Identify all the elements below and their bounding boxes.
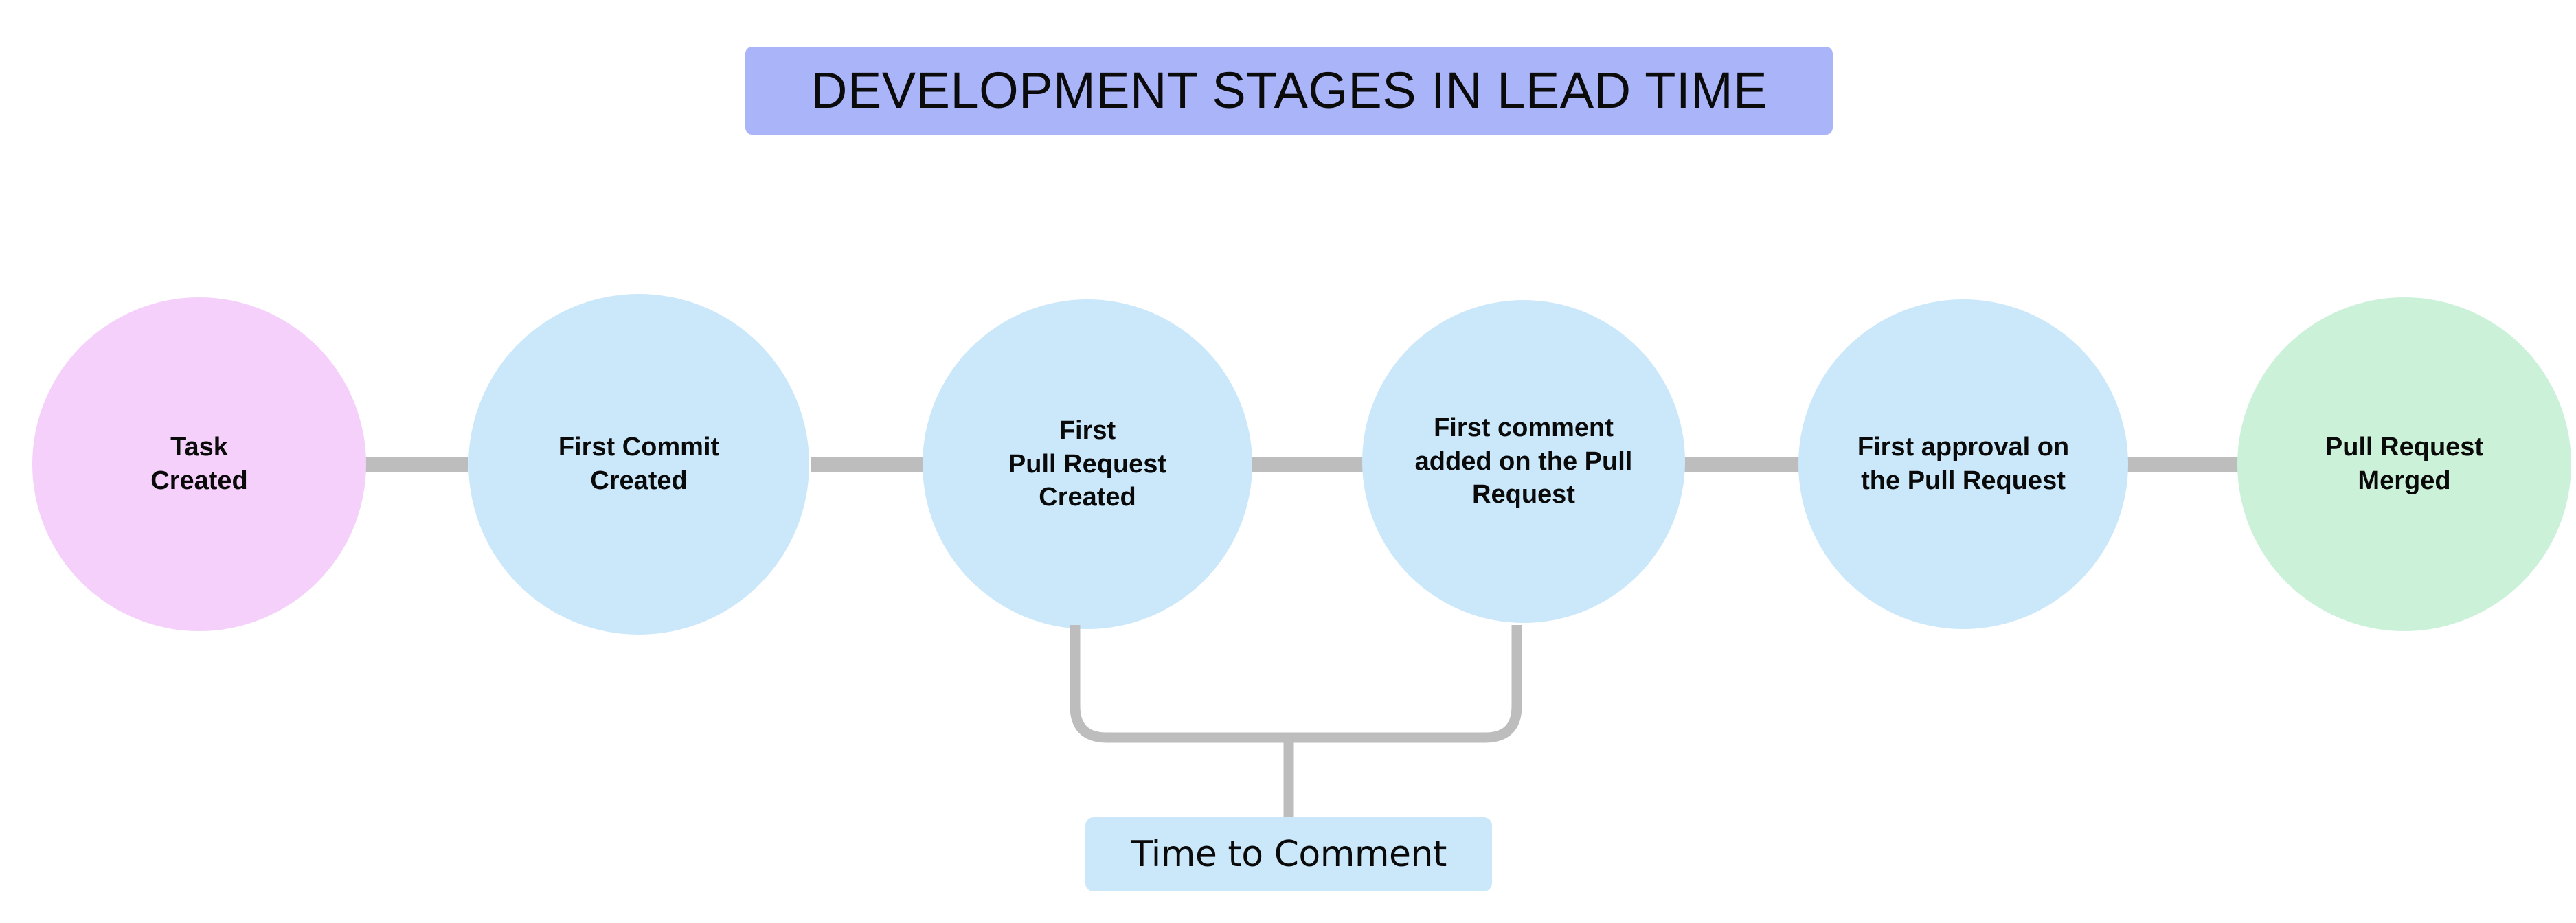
connector-3: [1252, 457, 1364, 472]
connector-2: [811, 457, 924, 472]
connector-5: [2126, 457, 2239, 472]
stage-node-first-commit-created[interactable]: First Commit Created: [468, 294, 809, 635]
measure-badge-time-to-comment[interactable]: Time to Comment: [1085, 817, 1492, 891]
connector-4: [1683, 457, 1800, 472]
bracket-u-shape: [1070, 625, 1522, 743]
stage-node-task-created[interactable]: Task Created: [32, 297, 366, 631]
time-to-comment-bracket: [1070, 625, 1522, 817]
stage-label-task-created: Task Created: [150, 433, 248, 495]
stage-node-first-pull-request-created[interactable]: First Pull Request Created: [923, 299, 1252, 629]
stage-label-first-pull-request-created: First Pull Request Created: [1008, 416, 1167, 512]
page-title: DEVELOPMENT STAGES IN LEAD TIME: [810, 62, 1768, 119]
measure-badge-label: Time to Comment: [1131, 834, 1447, 875]
stage-node-pull-request-merged[interactable]: Pull Request Merged: [2237, 297, 2571, 631]
stage-node-first-approval[interactable]: First approval on the Pull Request: [1798, 299, 2128, 629]
diagram-title-banner: DEVELOPMENT STAGES IN LEAD TIME: [745, 47, 1833, 135]
stage-label-first-commit-created: First Commit Created: [558, 433, 720, 495]
stage-label-first-approval: First approval on the Pull Request: [1857, 433, 2070, 495]
connector-1: [362, 457, 468, 472]
stage-label-first-comment-added: First comment added on the Pull Request: [1414, 413, 1633, 510]
stage-label-pull-request-merged: Pull Request Merged: [2325, 433, 2484, 495]
stage-node-first-comment-added[interactable]: First comment added on the Pull Request: [1362, 300, 1685, 623]
